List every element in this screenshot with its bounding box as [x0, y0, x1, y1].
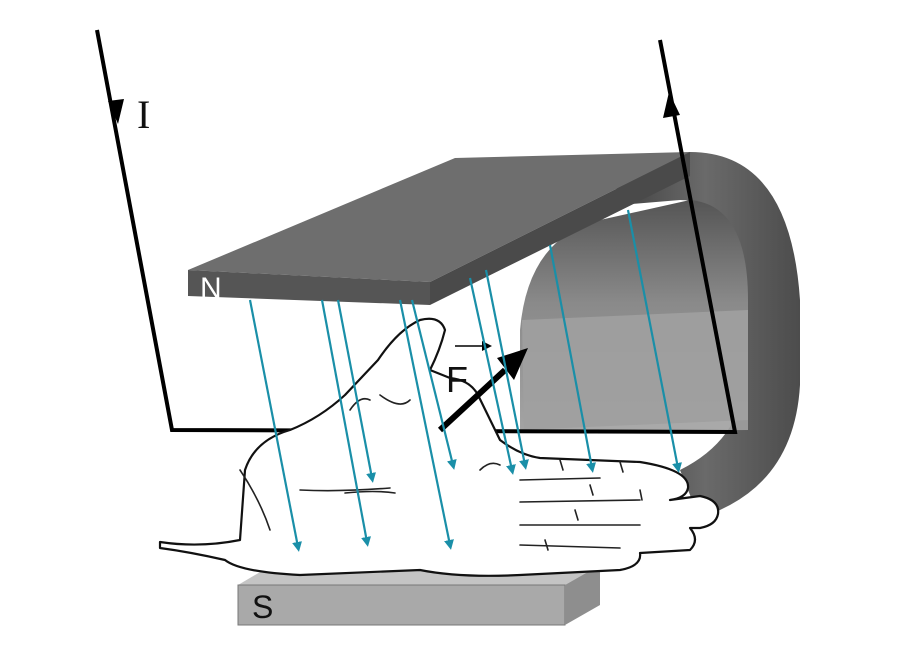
magnet-curved-back: [520, 152, 800, 520]
force-arrowhead-icon: [497, 348, 528, 380]
current-up-arrow-icon: [663, 92, 680, 118]
north-pole-plate: [188, 152, 690, 305]
current-label: I: [137, 92, 150, 137]
north-pole-label: N: [200, 272, 222, 305]
left-hand: [158, 317, 720, 577]
south-pole-label: S: [252, 589, 273, 625]
current-down-arrow-icon: [108, 99, 124, 124]
force-label: F: [446, 359, 468, 400]
magnetic-field-lines: [248, 209, 682, 552]
